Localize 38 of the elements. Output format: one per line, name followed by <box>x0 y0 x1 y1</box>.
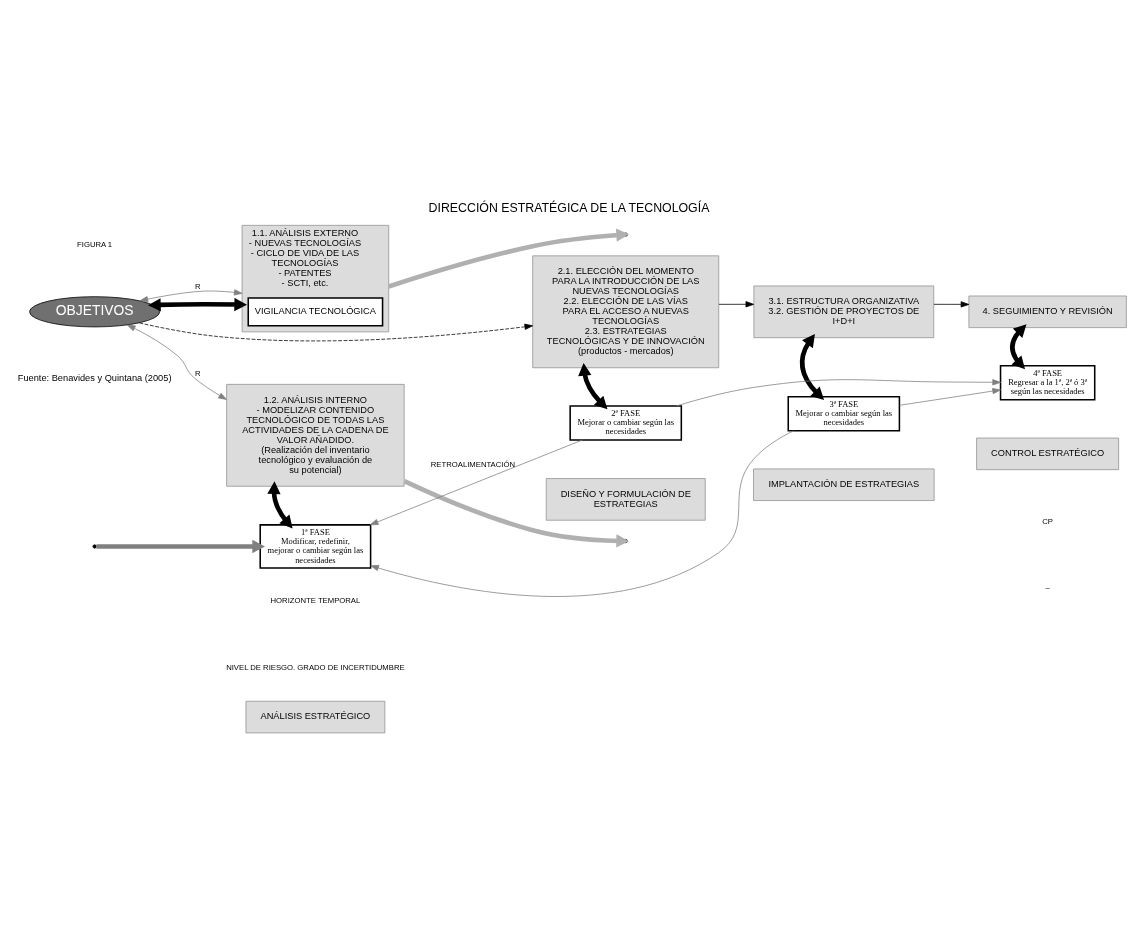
arrow <box>127 324 227 400</box>
node-box: ANÁLISIS ESTRATÉGICO <box>245 700 386 733</box>
arrow <box>139 322 533 341</box>
arrow <box>1010 323 1027 369</box>
diagram-title: DIRECCIÓN ESTRATÉGICA DE LA TECNOLOGÍA <box>428 200 710 215</box>
node-box: IMPLANTACIÓN DE ESTRATEGIAS <box>753 468 935 501</box>
caption: Fuente: Benavides y Quintana (2005) <box>17 372 172 383</box>
arrow <box>267 480 293 529</box>
arrow <box>799 333 825 400</box>
node-box: 3ª FASE Mejorar o cambiar según las necesidades <box>787 395 901 431</box>
node-box: 4ª FASE Regresar a la 1ª, 2ª ó 3ª según las necesidades <box>999 364 1096 401</box>
node-box: 2ª FASE Mejorar o cambiar según las necesidades <box>569 404 683 441</box>
arrow <box>899 387 1001 406</box>
node-box: CONTROL ESTRATÉGICO <box>976 437 1120 470</box>
node-box: 3.1. ESTRUCTURA ORGANIZATIVA 3.2. GESTIÓN DE PROYECTOS DE I+D+I <box>753 285 935 338</box>
node-box: VIGILANCIA TECNOLÓGICA <box>247 296 384 326</box>
label: FIGURA 1 <box>77 239 113 249</box>
arrow <box>578 362 608 409</box>
edge-label: RETROALIMENTACIÓN <box>430 459 515 469</box>
node-box: 2.1. ELECCIÓN DEL MOMENTO PARA LA INTRODUCCIÓN DE LAS NUEVAS TECNOLOGÍAS 2.2. ELECCIÓN DE LAS VÍAS PARA EL ACCESO A NUEVAS TECNOLOGÍAS 2.3. ESTRATEGIAS TECNOLÓGICAS Y DE INNOVACIÓN (productos - mercados) <box>532 254 720 368</box>
arrow <box>933 300 970 307</box>
arrow <box>370 429 795 597</box>
label: CP <box>1042 516 1053 526</box>
arrow <box>676 378 1001 406</box>
node-box: 4. SEGUIMIENTO Y REVISIÓN <box>968 295 1127 328</box>
label: NIVEL DE RIESGO. GRADO DE INCERTIDUMBRE <box>226 662 405 672</box>
node-box: DISEÑO Y FORMULACIÓN DE ESTRATEGIAS <box>545 477 706 521</box>
arrow <box>369 439 583 525</box>
arrow <box>718 300 755 307</box>
edge-label: R <box>194 281 201 291</box>
arrow <box>139 288 243 302</box>
arrow <box>96 539 265 553</box>
label: HORIZONTE TEMPORAL <box>270 595 361 605</box>
label: – <box>1045 582 1050 592</box>
edge-label: R <box>194 368 201 378</box>
node-box: 1ª FASE Modificar, redefinir, mejorar o cambiar según las necesidades <box>259 523 372 569</box>
arrow <box>148 297 248 311</box>
node-box: 1.2. ANÁLISIS INTERNO - MODELIZAR CONTENIDO TECNOLÓGICO DE TODAS LAS ACTIVIDADES DE LA CADENA DE VALOR AÑADIDO. (Realización del inventario tecnológico y evaluación de su potencial) <box>226 383 405 487</box>
